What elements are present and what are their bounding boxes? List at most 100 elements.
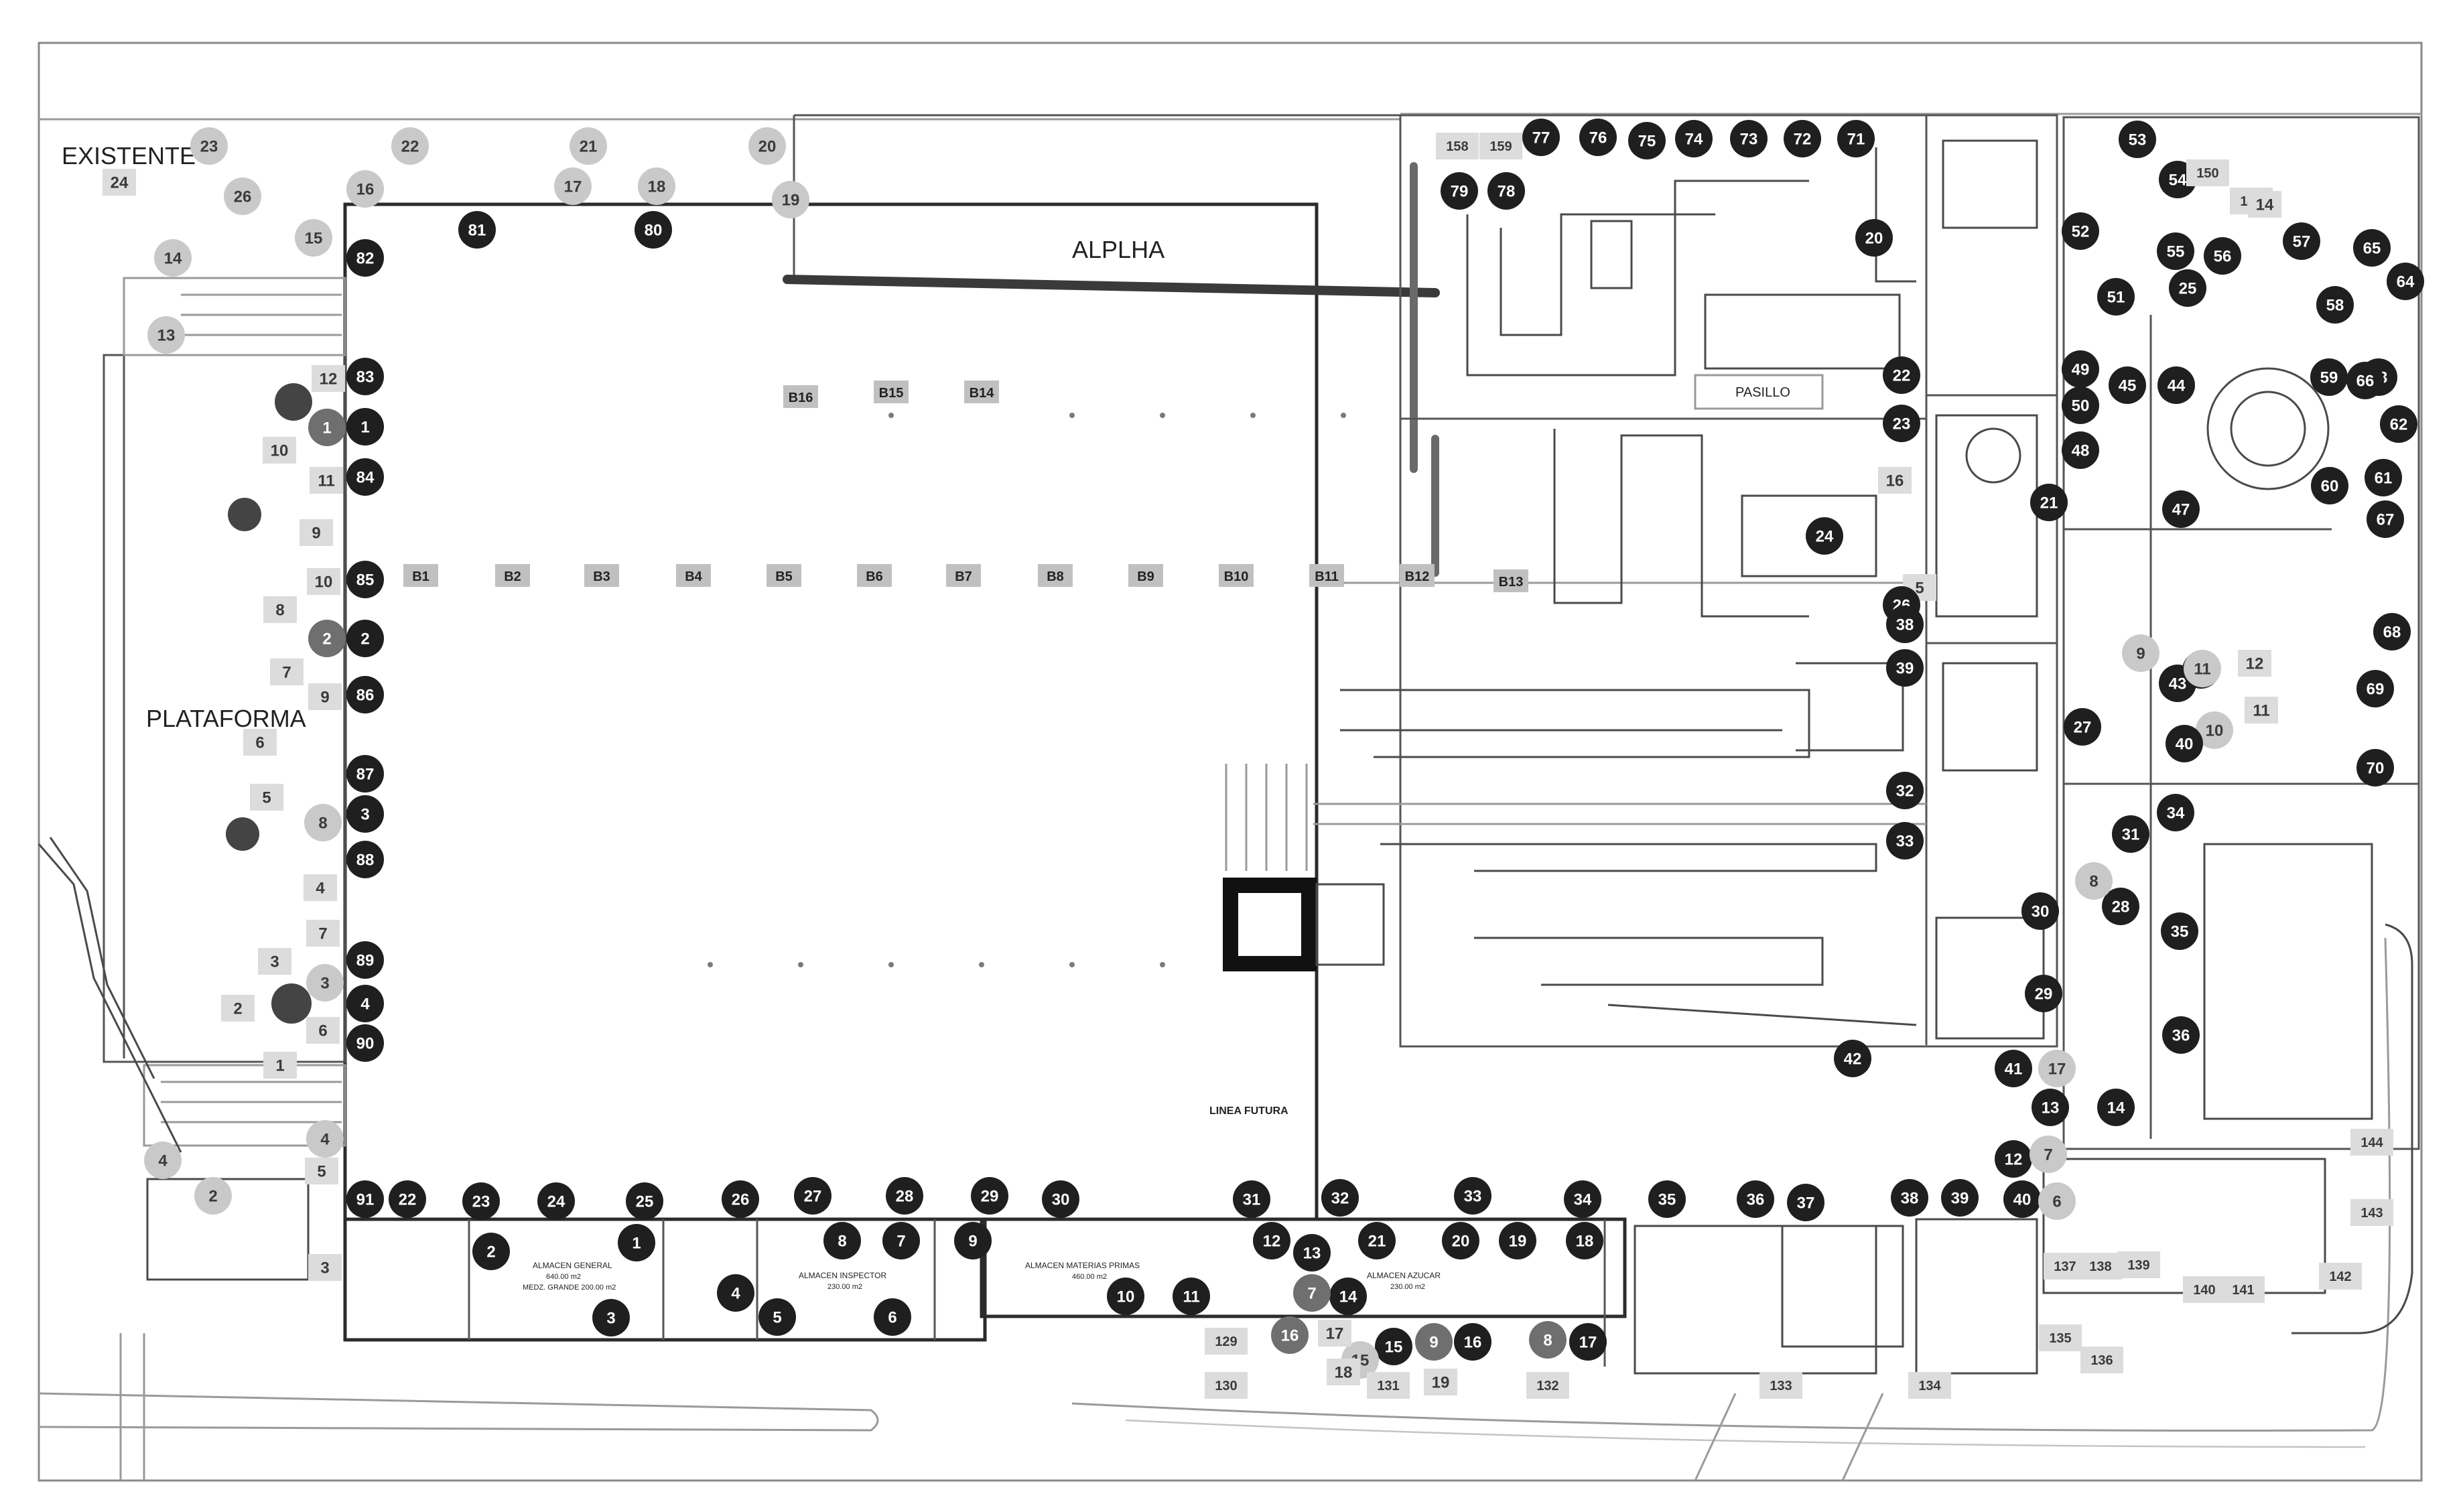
marker-number: 5	[773, 1309, 781, 1327]
marker-circle	[1442, 1222, 1479, 1259]
marker-circle	[391, 127, 429, 165]
marker-number: 7	[2044, 1146, 2052, 1164]
column-tag-label: B1	[412, 569, 429, 584]
marker-number: 15	[1385, 1338, 1403, 1357]
marker-132: 132	[1526, 1372, 1569, 1399]
marker-bg	[2183, 1276, 2226, 1303]
marker-number: 141	[2232, 1283, 2254, 1298]
marker-12: 12	[312, 365, 345, 392]
column-tag: B2	[495, 564, 530, 587]
marker-number: 1	[275, 1057, 284, 1075]
marker-number: 13	[157, 327, 176, 345]
marker-38: 38	[1886, 606, 1924, 643]
marker-number: 9	[1429, 1334, 1438, 1352]
marker-37: 37	[1787, 1184, 1824, 1221]
grid-dot	[1160, 962, 1165, 967]
column-tag-bg	[403, 564, 438, 587]
unlabeled-point	[228, 498, 261, 531]
marker-number: 11	[1183, 1288, 1199, 1306]
column-tag-bg	[857, 564, 892, 587]
marker-circle	[1737, 1180, 1774, 1218]
marker-number: 2	[322, 630, 331, 648]
marker-number: 87	[356, 766, 375, 784]
unlabeled-point	[226, 817, 259, 851]
marker-circle	[2032, 1089, 2069, 1126]
marker-number: 14	[2107, 1099, 2125, 1117]
marker-circle	[2365, 459, 2402, 496]
marker-23: 23	[1883, 405, 1920, 442]
marker-number: 22	[1893, 367, 1911, 385]
marker-52: 52	[2062, 212, 2099, 250]
cold-room	[1223, 764, 1385, 971]
marker-11: 11	[2184, 650, 2221, 687]
marker-bg	[1318, 1320, 1351, 1347]
marker-55: 55	[2157, 232, 2194, 270]
marker-number: 10	[315, 573, 333, 592]
marker-10: 10	[2196, 711, 2233, 749]
marker-bg	[250, 784, 283, 811]
column-tag-label: B15	[879, 386, 904, 401]
marker-number: 34	[1574, 1191, 1592, 1209]
marker-number: 26	[234, 188, 252, 206]
marker-number: 38	[1901, 1190, 1919, 1208]
marker-number: 138	[2089, 1259, 2111, 1274]
marker-10: 10	[263, 437, 296, 464]
marker-number: 20	[1452, 1233, 1470, 1251]
marker-10: 10	[307, 568, 340, 595]
marker-circle	[1883, 405, 1920, 442]
marker-number: 150	[2196, 166, 2218, 181]
marker-number: 83	[356, 368, 375, 387]
marker-bg	[270, 659, 304, 685]
marker-number: 8	[1543, 1332, 1552, 1350]
access-ramp	[2291, 923, 2413, 1334]
marker-22: 22	[391, 127, 429, 165]
marker-139: 139	[2117, 1251, 2160, 1278]
marker-bg	[1759, 1372, 1802, 1399]
offices-block	[2062, 116, 2420, 1150]
marker-circle	[2030, 1136, 2067, 1173]
marker-bg	[1878, 467, 1912, 494]
marker-circle	[1730, 120, 1768, 157]
marker-40: 40	[2003, 1180, 2041, 1218]
marker-number: 7	[1307, 1285, 1316, 1303]
marker-14: 14	[154, 239, 192, 277]
marker-9: 9	[300, 519, 333, 546]
column-tag-bg	[767, 564, 801, 587]
marker-circle	[2387, 263, 2424, 300]
grid-dot	[708, 962, 713, 967]
marker-29: 29	[971, 1177, 1008, 1215]
valve-box	[1942, 139, 2038, 229]
marker-number: 59	[2320, 369, 2338, 387]
marker-bg	[1205, 1328, 1248, 1355]
marker-circle	[1941, 1179, 1979, 1217]
marker-3: 3	[306, 964, 344, 1002]
main-hall-walls	[343, 202, 1319, 1221]
marker-number: 14	[164, 250, 182, 268]
marker-12: 12	[1253, 1222, 1290, 1259]
marker-78: 78	[1487, 172, 1525, 210]
marker-circle	[1787, 1184, 1824, 1221]
cold-room-inner	[1234, 889, 1305, 960]
marker-87: 87	[346, 755, 384, 793]
marker-number: 81	[468, 222, 486, 240]
marker-number: 79	[1451, 183, 1469, 201]
marker-19: 19	[1499, 1222, 1536, 1259]
marker-circle	[1107, 1278, 1144, 1315]
marker-circle	[2161, 912, 2198, 950]
marker-circle	[308, 620, 346, 657]
grid-dot	[1341, 413, 1346, 418]
marker-circle	[304, 804, 342, 841]
marker-number: 16	[1281, 1327, 1299, 1345]
marker-circle	[1566, 1222, 1603, 1259]
marker-number: 40	[2013, 1191, 2032, 1209]
marker-number: 36	[1747, 1191, 1765, 1209]
marker-bg	[1327, 1359, 1360, 1385]
column-tag-label: B10	[1224, 569, 1249, 584]
tank	[1704, 293, 1901, 370]
marker-number: 23	[472, 1193, 490, 1211]
marker-circle	[1454, 1177, 1491, 1215]
marker-86: 86	[346, 676, 384, 713]
marker-135: 135	[2039, 1324, 2082, 1351]
marker-21: 21	[570, 127, 607, 165]
